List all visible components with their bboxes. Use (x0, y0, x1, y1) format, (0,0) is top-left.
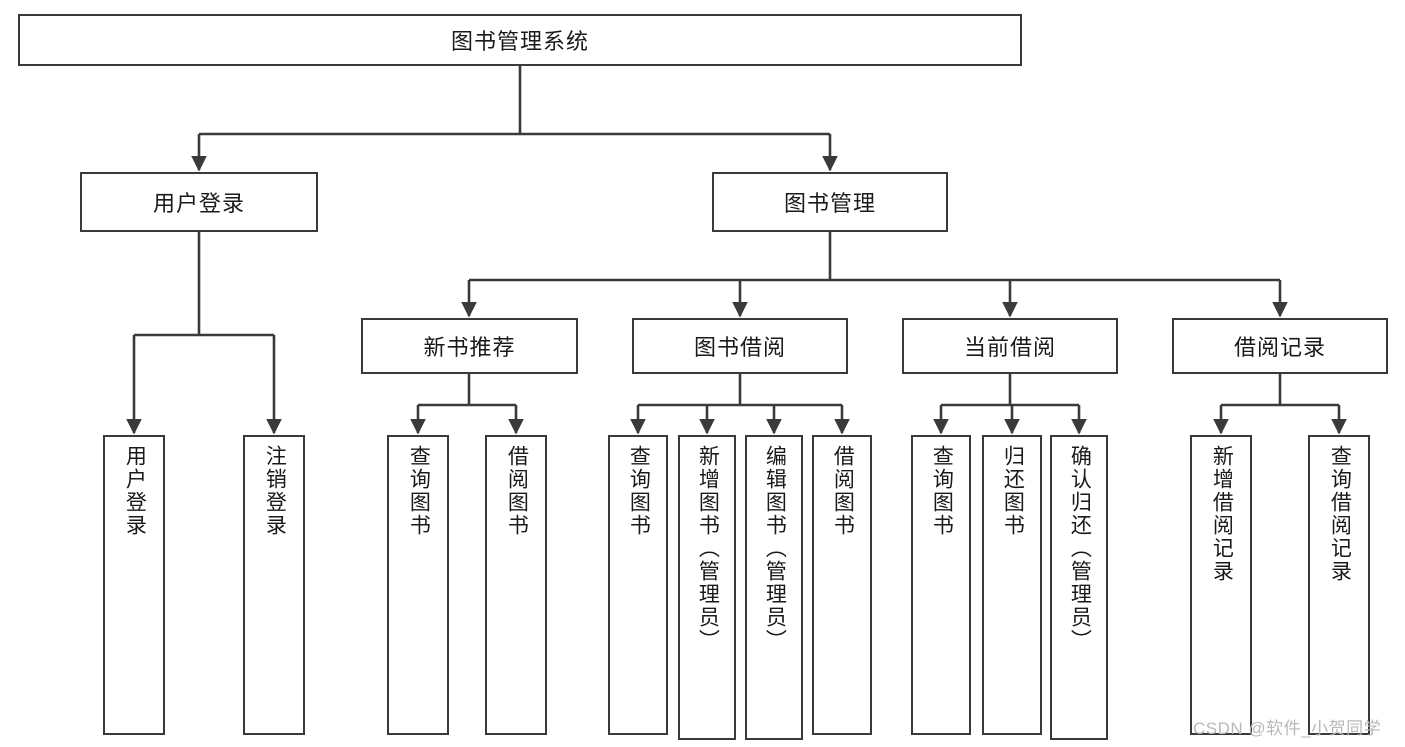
node-new-book-recommend[interactable]: 新书推荐 (361, 318, 578, 374)
node-root-label: 图书管理系统 (450, 29, 589, 54)
leaf-logout-label: 注销登录 (263, 445, 287, 537)
leaf-query-books-new-label: 查询图书 (407, 445, 431, 537)
leaf-confirm-return-admin-label: 确认归还（管理员） (1068, 445, 1092, 652)
leaf-return-books-label: 归还图书 (1001, 445, 1025, 537)
leaf-query-books-new[interactable]: 查询图书 (387, 435, 449, 735)
node-root[interactable]: 图书管理系统 (18, 14, 1022, 66)
node-book-management-label: 图书管理 (783, 191, 876, 216)
node-user-login[interactable]: 用户登录 (80, 172, 318, 232)
node-borrow-records-label: 借阅记录 (1233, 335, 1326, 360)
leaf-confirm-return-admin[interactable]: 确认归还（管理员） (1050, 435, 1108, 740)
leaf-logout[interactable]: 注销登录 (243, 435, 305, 735)
leaf-add-book-admin-label: 新增图书（管理员） (696, 445, 720, 652)
leaf-add-borrow-record[interactable]: 新增借阅记录 (1190, 435, 1252, 735)
leaf-edit-book-admin[interactable]: 编辑图书（管理员） (745, 435, 803, 740)
leaf-edit-book-admin-label: 编辑图书（管理员） (763, 445, 787, 652)
watermark: CSDN @软件_小贺同学 (1193, 719, 1382, 738)
leaf-add-book-admin[interactable]: 新增图书（管理员） (678, 435, 736, 740)
node-borrow-records[interactable]: 借阅记录 (1172, 318, 1388, 374)
leaf-borrow-books-borrow-label: 借阅图书 (831, 445, 855, 537)
leaf-user-login[interactable]: 用户登录 (103, 435, 165, 735)
node-book-borrow[interactable]: 图书借阅 (632, 318, 848, 374)
node-book-management[interactable]: 图书管理 (712, 172, 948, 232)
leaf-query-books-borrow[interactable]: 查询图书 (608, 435, 668, 735)
node-book-borrow-label: 图书借阅 (693, 335, 786, 360)
leaf-return-books[interactable]: 归还图书 (982, 435, 1042, 735)
node-current-borrow[interactable]: 当前借阅 (902, 318, 1118, 374)
leaf-user-login-label: 用户登录 (123, 445, 147, 537)
leaf-borrow-books-new[interactable]: 借阅图书 (485, 435, 547, 735)
leaf-query-borrow-record[interactable]: 查询借阅记录 (1308, 435, 1370, 735)
leaf-borrow-books-borrow[interactable]: 借阅图书 (812, 435, 872, 735)
node-current-borrow-label: 当前借阅 (963, 335, 1056, 360)
leaf-query-books-current[interactable]: 查询图书 (911, 435, 971, 735)
node-new-book-recommend-label: 新书推荐 (423, 335, 516, 360)
leaf-query-books-borrow-label: 查询图书 (627, 445, 651, 537)
node-user-login-label: 用户登录 (152, 191, 245, 216)
leaf-borrow-books-new-label: 借阅图书 (505, 445, 529, 537)
leaf-query-books-current-label: 查询图书 (930, 445, 954, 537)
leaf-query-borrow-record-label: 查询借阅记录 (1328, 445, 1352, 583)
leaf-add-borrow-record-label: 新增借阅记录 (1210, 445, 1234, 583)
